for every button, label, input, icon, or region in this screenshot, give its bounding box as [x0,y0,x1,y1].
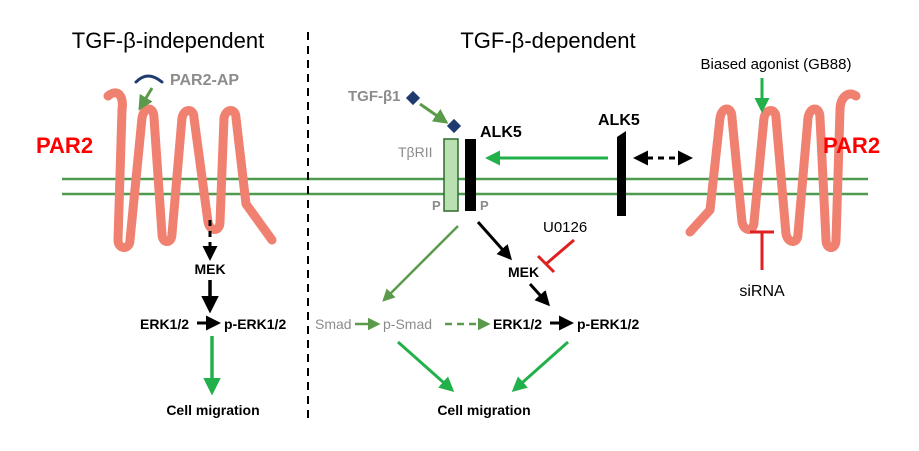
tbrii-receptor [443,138,459,212]
arrow-alk5-to-mek [476,221,512,261]
par2-ap-ligand [134,74,164,84]
mek-right: MEK [508,264,539,280]
psmad-label: p-Smad [383,316,432,332]
par2-ap-arrow [138,87,154,111]
erk-left: ERK1/2 [140,316,189,332]
cell-migration-right: Cell migration [437,402,530,418]
par2-ap-label: PAR2-AP [170,72,239,89]
tbrii-phospho-label: P [432,198,441,213]
tbrii-label: TβRII [398,144,433,160]
biased-agonist-label: Biased agonist (GB88) [701,56,852,73]
smad-label: Smad [315,316,352,332]
mek-left: MEK [194,261,225,277]
alk5-free-receptor [617,131,626,216]
alk5-phospho-label: P [480,198,489,213]
alk5-free-label: ALK5 [598,112,640,129]
arrow-perk-to-migration-right [511,340,569,392]
right-section-title: TGF-β-dependent [460,28,635,53]
arrow-complex-to-smad [382,225,459,302]
perk-right: p-ERK1/2 [577,316,639,332]
par2-receptor-right [685,89,861,252]
tgf-b1-label: TGF-β1 [348,88,401,105]
sirna-label: siRNA [739,283,785,300]
alk5-receptor-complex [465,139,476,211]
left-section-title: TGF-β-independent [72,28,264,53]
arrow-psmad-to-migration [397,340,455,392]
erk-right: ERK1/2 [493,316,542,332]
par2-label-right: PAR2 [823,133,880,158]
alk5-complex-label: ALK5 [480,124,522,141]
par2-label-left: PAR2 [36,133,93,158]
tgf-b1-ligand-1 [405,90,421,106]
tgf-b1-binding-arrow [419,102,449,124]
tgf-b1-ligand-2 [446,118,462,134]
par2-receptor-left [103,88,277,252]
u0126-inhibitor-line [545,238,575,266]
perk-left: p-ERK1/2 [224,316,286,332]
u0126-inhibitor-bar [536,254,556,274]
arrow-mek-to-erk-right [528,282,551,307]
cell-migration-left: Cell migration [166,402,259,418]
u0126-label: U0126 [543,219,587,236]
